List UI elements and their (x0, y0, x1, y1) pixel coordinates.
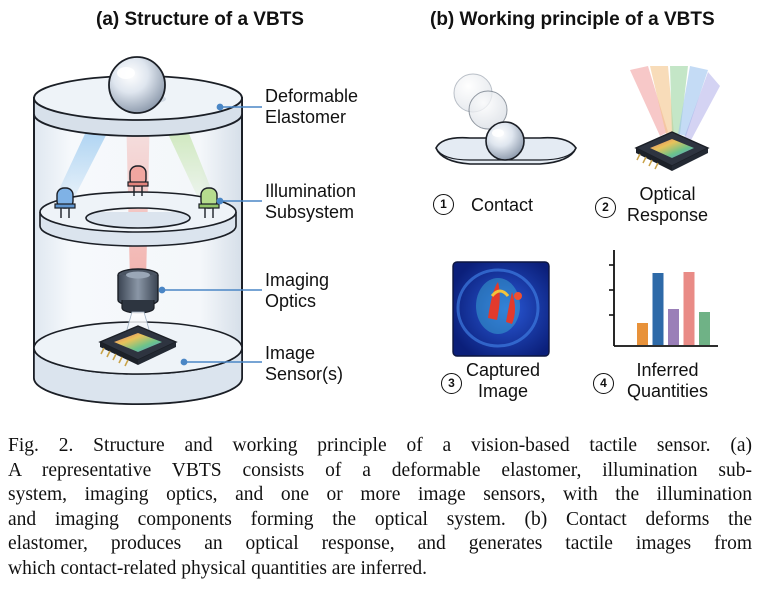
red-led-icon (127, 165, 149, 196)
bar-4 (683, 272, 695, 345)
vbts-cylinder-diagram (33, 56, 262, 405)
step-1-number: 1 (433, 194, 454, 215)
inferred-quantities-chart (609, 250, 718, 347)
tactile-image-thumbnail (452, 261, 550, 357)
green-led-icon (198, 187, 220, 218)
step-1-label: Contact (471, 195, 534, 215)
caption-line: elastomer, produces an optical response,… (8, 533, 752, 554)
caption-line: and imaging components forming the optic… (8, 508, 752, 530)
image-sensor-chip-icon (98, 325, 178, 367)
bar-3 (668, 309, 679, 345)
caption-line: which contact-related physical quantitie… (8, 557, 428, 579)
step-2-number: 2 (595, 197, 616, 218)
optical-response-illustration (630, 66, 720, 171)
bar-1 (637, 323, 648, 345)
step-4-number: 4 (593, 373, 614, 394)
figure-caption: Fig. 2. Structure and working principle … (8, 434, 752, 581)
panel-b-title: (b) Working principle of a VBTS (430, 9, 715, 30)
caption-line: system, imaging optics, and one or more … (8, 484, 752, 505)
figure-illustration (33, 56, 720, 405)
caption-line: Fig. 2. Structure and working principle … (8, 435, 752, 456)
lens-icon (117, 268, 159, 314)
blue-led-icon (54, 187, 76, 218)
bar-5 (699, 312, 710, 345)
step-3-number: 3 (441, 373, 462, 394)
bar-2 (652, 273, 664, 345)
panel-a-title: (a) Structure of a VBTS (96, 9, 304, 30)
caption-line: A representative VBTS consists of a defo… (8, 459, 752, 481)
contact-illustration (435, 73, 577, 165)
